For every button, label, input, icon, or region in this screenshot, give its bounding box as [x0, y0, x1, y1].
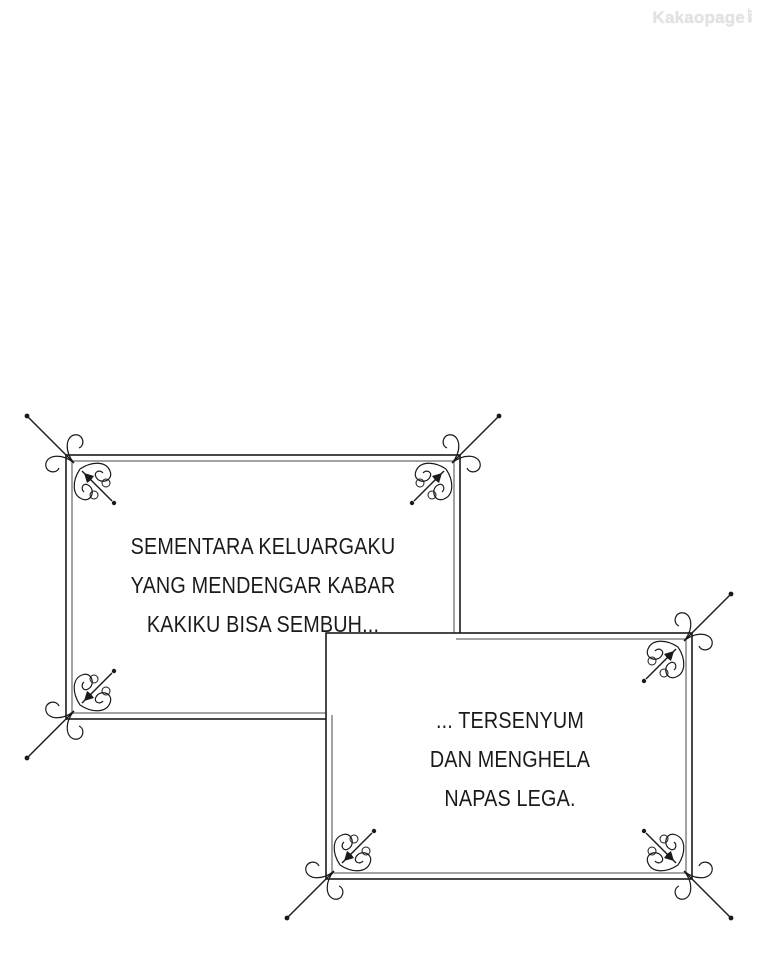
- watermark-brand: Kakaopage: [652, 8, 745, 27]
- watermark-logo: Kakaopage.com: [652, 8, 752, 28]
- caption-two-line-3: NAPAS LEGA.: [444, 785, 576, 811]
- caption-one-line-3: KAKIKU BISA SEMBUH...: [146, 611, 380, 637]
- caption-one-line-1: SEMENTARA KELUARGAKU: [130, 533, 396, 559]
- caption-two-line-1: ... TERSENYUM: [435, 707, 585, 733]
- caption-two-line-2: DAN MENGHELA: [429, 746, 591, 772]
- frame-overlap-fill: [330, 637, 456, 715]
- watermark-suffix: .com: [746, 8, 752, 23]
- caption-text-one: SEMENTARA KELUARGAKU YANG MENDENGAR KABA…: [94, 527, 433, 644]
- caption-one-line-2: YANG MENDENGAR KABAR: [130, 572, 396, 598]
- caption-text-two: ... TERSENYUM DAN MENGHELA NAPAS LEGA.: [355, 701, 665, 818]
